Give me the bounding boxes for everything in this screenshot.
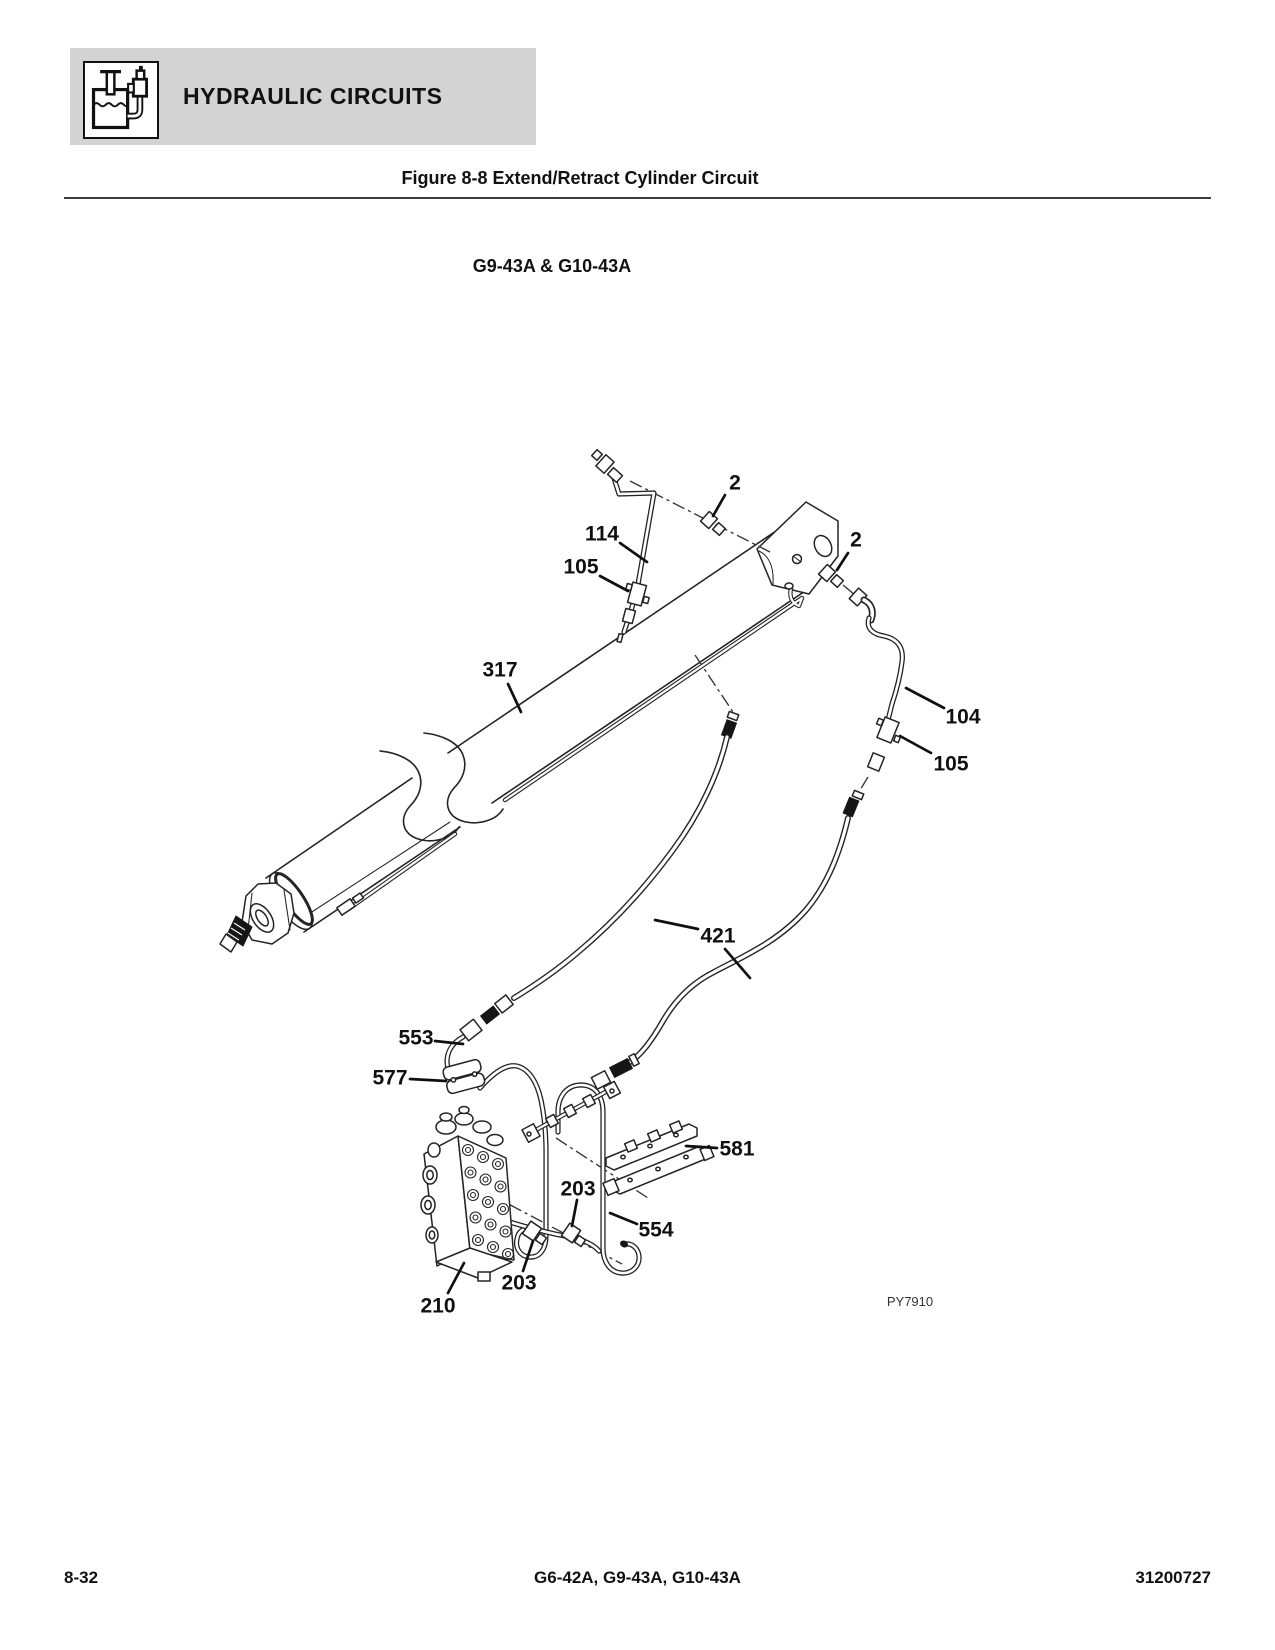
callout-label-114: 114 xyxy=(585,523,619,546)
tube-104 xyxy=(842,615,905,818)
tube-203-fittings xyxy=(497,1216,602,1254)
valve-port-circle xyxy=(489,1243,497,1251)
callout-leader-317 xyxy=(506,682,523,714)
section-title: HYDRAULIC CIRCUITS xyxy=(183,83,443,109)
callout-label-105: 105 xyxy=(933,753,968,776)
document-number: 31200727 xyxy=(1135,1568,1211,1587)
callout-leader-210 xyxy=(446,1261,466,1295)
tube-554 xyxy=(555,1082,642,1276)
valve-port-circle xyxy=(469,1191,477,1199)
callout-leader-421 xyxy=(723,947,752,980)
callout-layer: 2 114 105 317 2 104 105 421 553 577 581 203 554 203 21… xyxy=(372,472,980,1318)
valve-port-circle xyxy=(494,1160,502,1168)
callout-label-203: 203 xyxy=(501,1272,536,1295)
callout-label-577: 577 xyxy=(372,1067,407,1090)
callout-label-2: 2 xyxy=(850,529,862,552)
valve-port-circle xyxy=(479,1173,492,1186)
reservoir-icon-art xyxy=(91,65,148,130)
valve-port-circle xyxy=(494,1180,507,1193)
valve-port-circle xyxy=(469,1211,482,1224)
valve-port-circle xyxy=(467,1169,474,1176)
cylinder-barrel xyxy=(219,530,815,953)
callout-label-553: 553 xyxy=(398,1027,433,1050)
hydraulic-reservoir-icon xyxy=(83,61,159,139)
callout-label-105: 105 xyxy=(563,556,598,579)
valve-port-circle xyxy=(479,1153,487,1161)
callout-label-554: 554 xyxy=(638,1219,673,1242)
valve-port-circle xyxy=(481,1195,495,1209)
callout-label-317: 317 xyxy=(482,659,517,682)
valve-port-circle xyxy=(461,1143,475,1157)
valve-port-circle xyxy=(464,1146,472,1154)
title-rule xyxy=(64,197,1211,199)
valve-port-circle xyxy=(472,1214,479,1221)
callout-leader-553 xyxy=(433,1039,465,1046)
callout-leader-203 xyxy=(521,1239,535,1273)
valve-port-circle xyxy=(501,1247,515,1261)
callout-leader-104 xyxy=(904,686,946,710)
barrel-side-tube xyxy=(336,582,805,916)
valve-spool-grid xyxy=(461,1143,515,1261)
valve-port-circle xyxy=(482,1176,489,1183)
control-valve-210 xyxy=(420,1105,515,1282)
valve-port-circle xyxy=(497,1183,504,1190)
valve-port-circle xyxy=(496,1202,510,1216)
figure-subtitle: G9-43A & G10-43A xyxy=(472,256,632,276)
figure-title: Figure 8-8 Extend/Retract Cylinder Circu… xyxy=(401,168,759,188)
callout-leader-421 xyxy=(653,918,700,931)
valve-port-circle xyxy=(499,1225,512,1238)
valve-port-circle xyxy=(484,1198,492,1206)
callout-leader-581 xyxy=(684,1144,719,1150)
valve-port-circle xyxy=(491,1157,505,1171)
valve-port-circle xyxy=(499,1205,507,1213)
callout-leader-577 xyxy=(408,1077,448,1083)
page-number: 8-32 xyxy=(64,1568,99,1587)
valve-port-circle xyxy=(486,1240,500,1254)
callout-label-203: 203 xyxy=(560,1178,595,1201)
clamp-bar xyxy=(521,1080,622,1143)
callout-label-210: 210 xyxy=(420,1295,455,1318)
callout-label-421: 421 xyxy=(700,925,735,948)
callout-label-581: 581 xyxy=(719,1138,754,1161)
callout-leader-2 xyxy=(711,493,727,518)
fitting-2-right-elbow xyxy=(817,563,876,624)
tube-114 xyxy=(590,448,657,644)
callout-leader-105 xyxy=(598,574,630,593)
callout-leader-203 xyxy=(570,1198,579,1228)
callout-leader-114 xyxy=(618,541,649,564)
valve-port-circle xyxy=(466,1188,480,1202)
valve-port-circle xyxy=(502,1228,509,1235)
mounting-bars-581 xyxy=(602,1120,715,1197)
callout-leader-554 xyxy=(608,1211,639,1226)
valve-port-circle xyxy=(484,1218,497,1231)
cylinder-head-block xyxy=(756,501,839,595)
valve-port-circle xyxy=(474,1236,482,1244)
callout-label-104: 104 xyxy=(945,706,980,729)
hose-421-right xyxy=(590,815,851,1090)
valve-port-circle xyxy=(471,1233,485,1247)
valve-port-circle xyxy=(504,1250,512,1258)
valve-port-circle xyxy=(487,1221,494,1228)
callout-leader-105 xyxy=(898,734,933,755)
hose-421-left xyxy=(479,710,740,1025)
footer-models: G6-42A, G9-43A, G10-43A xyxy=(534,1568,741,1587)
callout-leader-2 xyxy=(835,551,850,572)
header-band: HYDRAULIC CIRCUITS xyxy=(70,48,536,145)
drawing-number: PY7910 xyxy=(887,1294,933,1309)
callout-label-2: 2 xyxy=(729,472,741,495)
valve-port-circle xyxy=(476,1150,490,1164)
valve-port-circle xyxy=(464,1166,477,1179)
